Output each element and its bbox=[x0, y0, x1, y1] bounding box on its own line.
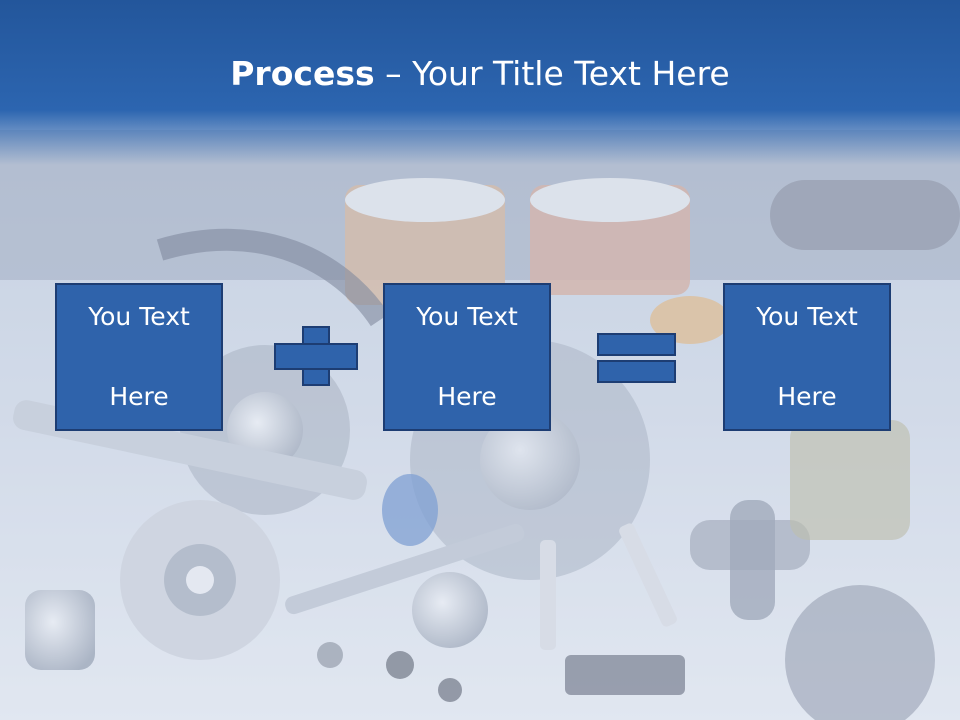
process-box-2-line1: You Text bbox=[416, 302, 518, 331]
process-box-1-line2: Here bbox=[109, 382, 169, 411]
process-box-3-line2: Here bbox=[777, 382, 837, 411]
process-box-1-line1: You Text bbox=[88, 302, 190, 331]
equals-icon-bottom-bar bbox=[597, 360, 676, 383]
title-bold-part: Process bbox=[230, 54, 375, 93]
process-box-2-line2: Here bbox=[437, 382, 497, 411]
equals-icon-top-bar bbox=[597, 333, 676, 356]
process-box-3-line1: You Text bbox=[756, 302, 858, 331]
title-bar bbox=[0, 0, 960, 165]
plus-icon-center bbox=[304, 345, 328, 368]
title-rest-part: – Your Title Text Here bbox=[374, 54, 730, 93]
slide-title[interactable]: Process – Your Title Text Here bbox=[0, 52, 960, 96]
